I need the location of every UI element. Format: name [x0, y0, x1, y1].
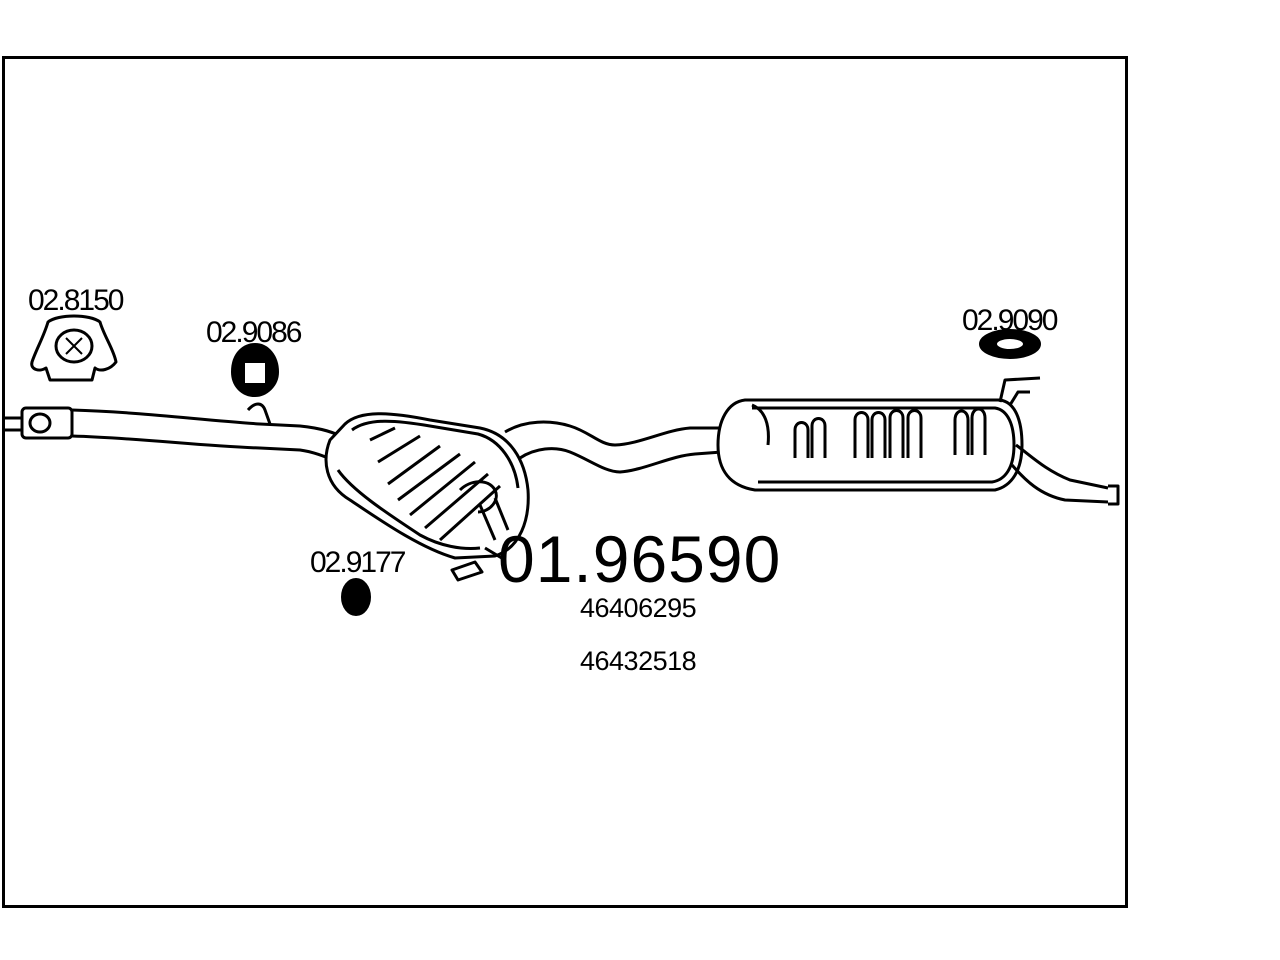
- oem-number-2: 46432518: [580, 646, 696, 676]
- main-part-number: 01.96590: [498, 522, 781, 596]
- intermediate-pipe: [504, 420, 723, 474]
- oem-number-1: 46406295: [580, 593, 696, 623]
- rear-silencer: [716, 376, 1120, 506]
- clamp-part-number: 02.8150: [28, 284, 124, 317]
- rear-hanger-drawing: [979, 329, 1041, 359]
- front-hanger-part-number: 02.9086: [206, 316, 302, 349]
- middle-silencer: [324, 412, 530, 582]
- rear-hanger-part-number: 02.9090: [962, 304, 1058, 337]
- front-hanger-drawing: [230, 342, 280, 398]
- clamp-drawing: [30, 314, 118, 382]
- front-pipe: [4, 402, 349, 464]
- middle-hanger-drawing: [341, 578, 371, 616]
- middle-hanger-part-number: 02.9177: [310, 546, 406, 579]
